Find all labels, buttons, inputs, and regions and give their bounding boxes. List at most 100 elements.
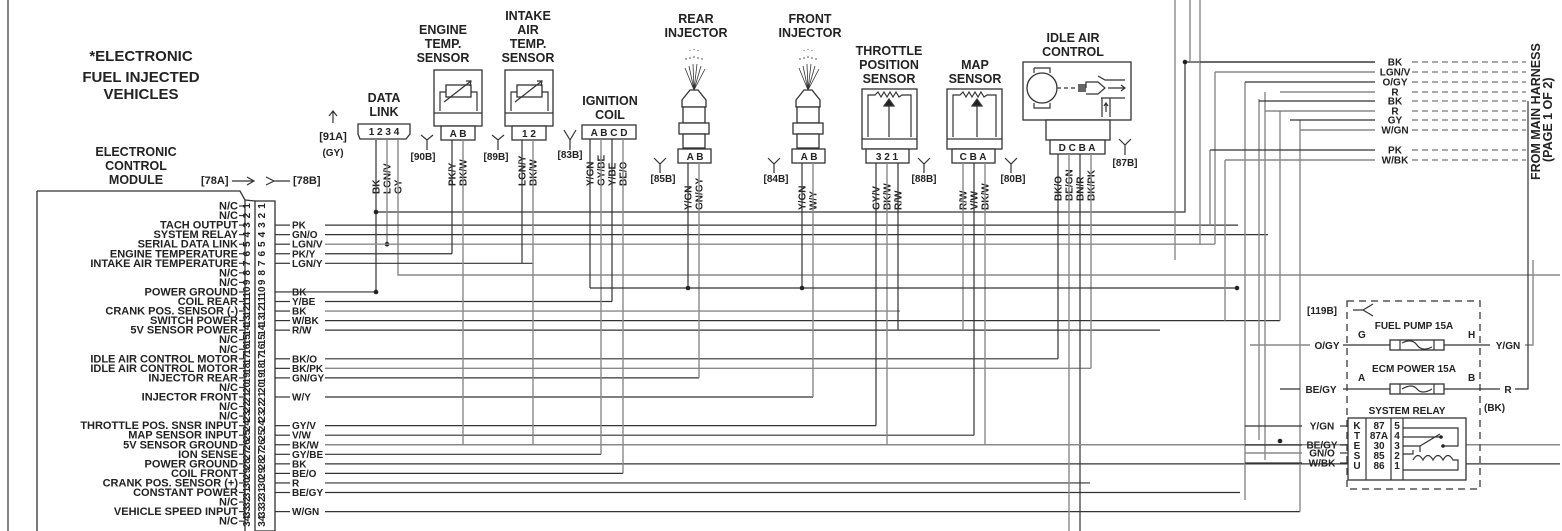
- data-link-pins: 1 2 3 4: [369, 127, 400, 138]
- front-injector-pins: A B: [801, 152, 818, 163]
- title-line-1: *ELECTRONIC: [89, 48, 193, 65]
- ecm-pin-number-a: 9: [242, 279, 253, 285]
- ecm-pin-number-b: 13: [257, 315, 268, 327]
- ecm-pin-function: INJECTOR FRONT: [142, 392, 239, 404]
- ecm-pin-number-a: 7: [242, 260, 253, 266]
- rear-injector-pins: A B: [687, 152, 704, 163]
- throttle-position-wire-label: GY/V: [872, 186, 883, 210]
- wire: [1525, 260, 1534, 346]
- splice-dot: [373, 209, 379, 215]
- ecm-pin-number-b: 26: [257, 439, 268, 451]
- ecm-wire-color: Y/BE: [292, 297, 316, 308]
- airflow-arrows-icon: [1097, 75, 1126, 117]
- ecm-pin-function: SWITCH POWER: [150, 315, 238, 327]
- front-injector-wire-label: W/Y: [809, 191, 820, 210]
- ecm-connector-b-label: [78B]: [293, 175, 321, 187]
- engine-temp-title-1: ENGINE: [419, 23, 467, 37]
- ground-connector-icon: [1004, 157, 1018, 173]
- arrow-right-icon: [232, 176, 256, 186]
- injector-tip: [681, 89, 707, 108]
- ecm-pin-number-a: 31: [242, 487, 253, 499]
- ecm-pin-number-b: 2: [257, 212, 268, 218]
- ecm-pin-number-a: 27: [242, 448, 253, 460]
- ignition-coil: IGNITION COIL A B C D [83B]: [557, 94, 637, 161]
- ecm-wire-color: R/W: [292, 326, 312, 337]
- ignition-coil-title-1: IGNITION: [582, 94, 638, 108]
- map-title-1: MAP: [961, 58, 989, 72]
- ecm-pin-number-b: 22: [257, 401, 268, 413]
- relay-pin: 2: [1394, 451, 1400, 462]
- front-injector-connector: [791, 148, 826, 164]
- injector-tip: [795, 89, 821, 108]
- ecm-pin-function: COIL REAR: [178, 296, 238, 308]
- ecm-wire-color: BK: [292, 459, 307, 470]
- front-injector-title-2: INJECTOR: [779, 26, 842, 40]
- ecm-pin-function: MAP SENSOR INPUT: [128, 430, 238, 442]
- ecm-pin-number-b: 8: [257, 270, 268, 276]
- ecm-pin-function: ENGINE TEMPERATURE: [110, 248, 238, 260]
- ecm-pin-number-b: 3: [257, 222, 268, 228]
- arrow-up-icon: [328, 110, 338, 123]
- map-pins: C B A: [960, 152, 987, 163]
- iat-title-3: TEMP.: [510, 37, 547, 51]
- ecm-pin-number-a: 32: [242, 496, 253, 508]
- wire: [1515, 101, 1529, 390]
- ecm-pin-function: SERIAL DATA LINK: [138, 239, 238, 251]
- ecm-pin-function: INTAKE AIR TEMPERATURE: [90, 258, 238, 270]
- ecm-pin-number-b: 17: [257, 353, 268, 365]
- tps-pins: 3 2 1: [876, 152, 899, 163]
- ecm-pin-number-a: 21: [242, 391, 253, 403]
- fuel-spray-icon: [798, 49, 820, 91]
- engine-temp-connector-id: [90B]: [410, 152, 435, 163]
- ecm-pin-number-b: 18: [257, 362, 268, 374]
- ecm-pin-function: N/C: [219, 277, 238, 289]
- relay-terminal: 86: [1373, 461, 1385, 472]
- ecm-title: ELECTRONIC CONTROL MODULE [78A] [78B]: [95, 145, 320, 187]
- fuel-pump-fuse-label: FUEL PUMP 15A: [1375, 321, 1454, 332]
- tps-title-1: THROTTLE: [856, 44, 923, 58]
- front-injector: FRONT INJECTOR A B [84B]: [763, 12, 841, 185]
- ecm-pin-function: 5V SENSOR GROUND: [123, 439, 238, 451]
- ecm-pin-number-a: 2: [242, 212, 253, 218]
- ecm-pin-number-b: 14: [257, 324, 268, 336]
- iac-title-1: IDLE AIR: [1046, 31, 1099, 45]
- splice-dot: [1182, 59, 1188, 65]
- ecm-connector-a-label: [78A]: [201, 175, 229, 187]
- relay-terminal: 30: [1373, 441, 1385, 452]
- ecm-pin-number-a: 13: [242, 315, 253, 327]
- ecm-pin-number-b: 9: [257, 279, 268, 285]
- iac-connector-id: [87B]: [1112, 158, 1137, 169]
- ecm-wire-color: W/BK: [292, 316, 319, 327]
- ecm-power-left-wire: BE/GY: [1305, 385, 1336, 396]
- pintle-icon: [1078, 84, 1086, 92]
- ground-connector-icon: [917, 157, 931, 173]
- ground-connector-icon: [491, 134, 505, 150]
- ignition-coil-wire-label: GY/BE: [597, 155, 608, 186]
- ecm-pin-function: THROTTLE POS. SNSR INPUT: [80, 420, 238, 432]
- potentiometer-icon: [867, 90, 912, 137]
- engine-temp-wire-label: BK/W: [459, 159, 470, 186]
- map-title-2: SENSOR: [949, 72, 1002, 86]
- ecm-wire-color: GY/BE: [292, 450, 323, 461]
- ecm-pin-number-b: 28: [257, 458, 268, 470]
- ecm-pin-number-b: 31: [257, 487, 268, 499]
- main-harness-label: FROM MAIN HARNESS (PAGE 1 OF 2): [1529, 43, 1555, 180]
- ecm-pin-number-a: 18: [242, 362, 253, 374]
- ecm-pin-number-b: 23: [257, 410, 268, 422]
- data-link-wire-label: LGN/V: [383, 163, 394, 194]
- motor-icon: [1026, 72, 1058, 104]
- splice-dot: [1277, 438, 1283, 444]
- ecm-pin-number-b: 27: [257, 448, 268, 460]
